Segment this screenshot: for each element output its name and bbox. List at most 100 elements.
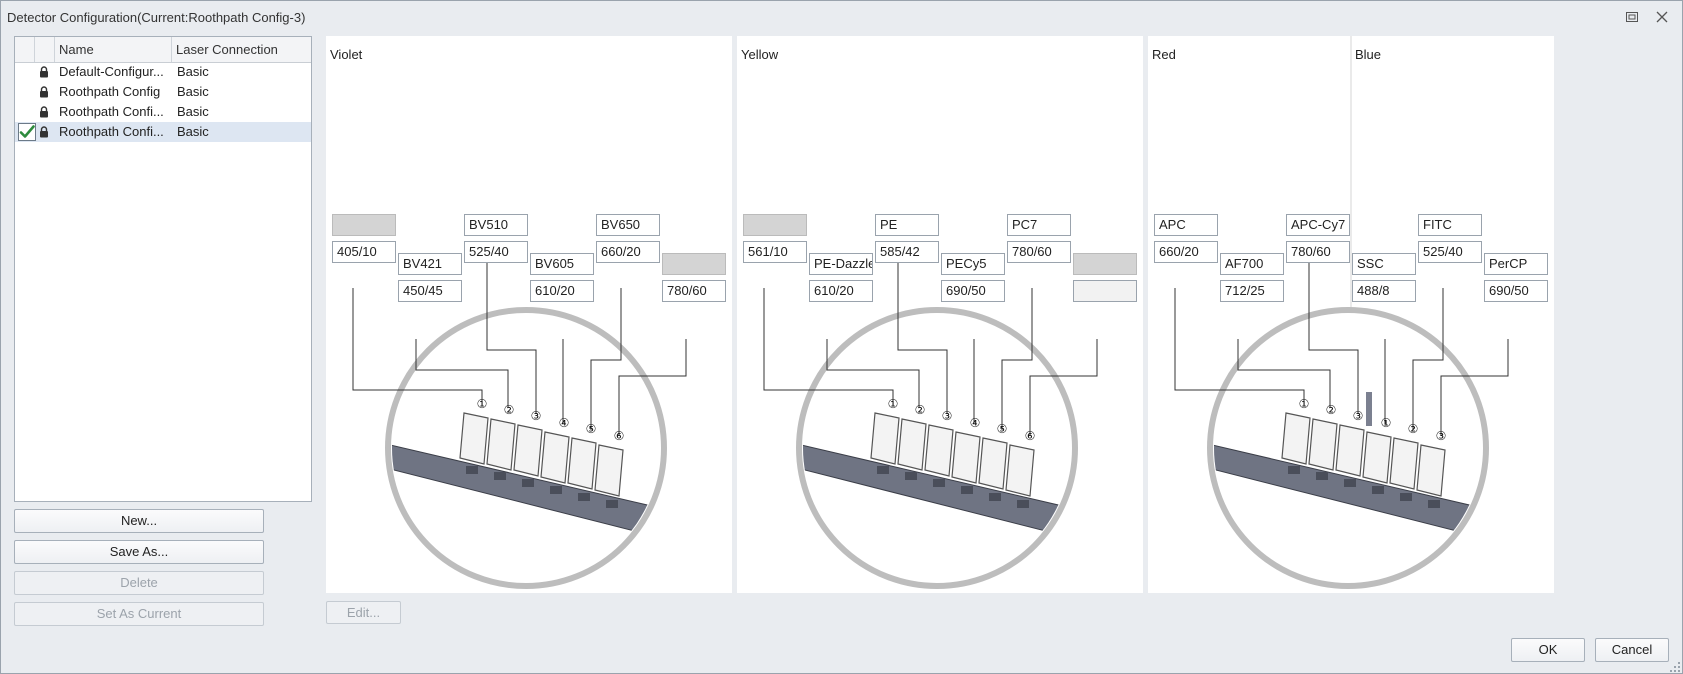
detector-array-diagram: ① ② ③ ① ② ③ xyxy=(1174,36,1509,589)
configuration-list[interactable]: Name Laser Connection Default-Configur..… xyxy=(14,36,312,502)
marker-field-af700[interactable]: AF700 xyxy=(1220,253,1284,275)
filter-field-4[interactable]: 690/50 xyxy=(941,280,1005,302)
restore-window-icon[interactable] xyxy=(1622,8,1642,26)
marker-field-ssc[interactable]: SSC xyxy=(1352,253,1416,275)
marker-field-apc-cy7[interactable]: APC-Cy7 xyxy=(1286,214,1350,236)
row-laser: Basic xyxy=(177,124,209,139)
channel-number: ③ xyxy=(942,409,953,423)
marker-field-6[interactable] xyxy=(1073,253,1137,275)
filter-field-3[interactable]: 585/42 xyxy=(875,241,939,263)
red-blue-laser-panel: Red Blue xyxy=(1148,36,1554,593)
filter-field-percp[interactable]: 690/50 xyxy=(1484,280,1548,302)
marker-field-5[interactable]: BV650 xyxy=(596,214,660,236)
marker-field-4[interactable]: PECy5 xyxy=(941,253,1005,275)
row-laser: Basic xyxy=(177,84,209,99)
marker-field-apc[interactable]: APC xyxy=(1154,214,1218,236)
filter-field-5[interactable]: 660/20 xyxy=(596,241,660,263)
marker-field-3[interactable]: PE xyxy=(875,214,939,236)
channel-number: ① xyxy=(1381,416,1392,430)
window-title: Detector Configuration(Current:Roothpath… xyxy=(7,10,306,25)
channel-number: ③ xyxy=(1436,429,1447,443)
channel-number: ② xyxy=(1326,403,1337,417)
lock-icon xyxy=(40,126,48,138)
filter-field-2[interactable]: 450/45 xyxy=(398,280,462,302)
marker-field-2[interactable]: BV421 xyxy=(398,253,462,275)
channel-number: ① xyxy=(888,397,899,411)
marker-field-5[interactable]: PC7 xyxy=(1007,214,1071,236)
lock-icon xyxy=(40,106,48,118)
new-button[interactable]: New... xyxy=(14,509,264,533)
list-header: Name Laser Connection xyxy=(15,37,311,63)
channel-number: ⑥ xyxy=(1025,429,1036,443)
list-item-current[interactable]: Roothpath Confi... Basic xyxy=(15,122,311,142)
row-laser: Basic xyxy=(177,104,209,119)
list-item[interactable]: Roothpath Confi... Basic xyxy=(15,102,311,122)
channel-number: ② xyxy=(915,403,926,417)
filter-field-3[interactable]: 525/40 xyxy=(464,241,528,263)
lock-icon xyxy=(40,66,48,78)
row-name: Roothpath Confi... xyxy=(59,104,164,119)
checkmark-icon xyxy=(18,123,36,141)
panel-label-blue: Blue xyxy=(1355,47,1382,62)
filter-field-1[interactable]: 561/10 xyxy=(743,241,807,263)
channel-number: ① xyxy=(1299,397,1310,411)
cancel-button[interactable]: Cancel xyxy=(1595,638,1669,662)
channel-number: ① xyxy=(477,397,488,411)
marker-field-1[interactable] xyxy=(743,214,807,236)
close-icon[interactable] xyxy=(1652,8,1672,26)
delete-button[interactable]: Delete xyxy=(14,571,264,595)
filter-field-fitc[interactable]: 525/40 xyxy=(1418,241,1482,263)
panel-label-red: Red xyxy=(1152,47,1176,62)
header-laser-connection[interactable]: Laser Connection xyxy=(176,42,278,57)
lock-icon xyxy=(40,86,48,98)
marker-field-6[interactable] xyxy=(662,253,726,275)
panel-label: Violet xyxy=(330,47,363,62)
filter-field-1[interactable]: 405/10 xyxy=(332,241,396,263)
marker-field-1[interactable] xyxy=(332,214,396,236)
channel-number: ④ xyxy=(559,416,570,430)
filter-field-6[interactable] xyxy=(1073,280,1137,302)
list-item[interactable]: Default-Configur... Basic xyxy=(15,62,311,82)
panel-label: Yellow xyxy=(741,47,779,62)
header-name[interactable]: Name xyxy=(55,37,172,62)
list-item[interactable]: Roothpath Config Basic xyxy=(15,82,311,102)
marker-field-fitc[interactable]: FITC xyxy=(1418,214,1482,236)
row-name: Roothpath Config xyxy=(59,84,161,99)
filter-field-apc-cy7[interactable]: 780/60 xyxy=(1286,241,1350,263)
filter-field-2[interactable]: 610/20 xyxy=(809,280,873,302)
row-laser: Basic xyxy=(177,64,209,79)
marker-field-4[interactable]: BV605 xyxy=(530,253,594,275)
marker-field-3[interactable]: BV510 xyxy=(464,214,528,236)
detector-array-diagram: ① ② ③ ④ ⑤ ⑥ xyxy=(763,263,1098,589)
ok-button[interactable]: OK xyxy=(1511,638,1585,662)
filter-field-6[interactable]: 780/60 xyxy=(662,280,726,302)
filter-field-apc[interactable]: 660/20 xyxy=(1154,241,1218,263)
channel-number: ③ xyxy=(1353,409,1364,423)
filter-field-ssc[interactable]: 488/8 xyxy=(1352,280,1416,302)
yellow-laser-panel: Yellow xyxy=(737,36,1143,593)
filter-field-af700[interactable]: 712/25 xyxy=(1220,280,1284,302)
header-lock-column xyxy=(35,37,55,62)
resize-grip-icon[interactable] xyxy=(1669,661,1681,673)
channel-number: ④ xyxy=(970,416,981,430)
violet-laser-panel: Violet xyxy=(326,36,732,593)
save-as-button[interactable]: Save As... xyxy=(14,540,264,564)
filter-field-5[interactable]: 780/60 xyxy=(1007,241,1071,263)
channel-number: ⑤ xyxy=(997,422,1008,436)
channel-number: ② xyxy=(504,403,515,417)
header-check-column xyxy=(15,37,35,62)
channel-number: ② xyxy=(1408,422,1419,436)
channel-number: ③ xyxy=(531,409,542,423)
channel-number: ⑤ xyxy=(586,422,597,436)
edit-button[interactable]: Edit... xyxy=(326,601,401,624)
title-bar: Detector Configuration(Current:Roothpath… xyxy=(1,1,1682,31)
row-name: Default-Configur... xyxy=(59,64,164,79)
marker-field-2[interactable]: PE-Dazzle xyxy=(809,253,873,275)
set-as-current-button[interactable]: Set As Current xyxy=(14,602,264,626)
channel-number: ⑥ xyxy=(614,429,625,443)
row-name: Roothpath Confi... xyxy=(59,124,164,139)
marker-field-percp[interactable]: PerCP xyxy=(1484,253,1548,275)
filter-field-4[interactable]: 610/20 xyxy=(530,280,594,302)
detector-array-diagram: ① ② ③ ④ ⑤ ⑥ xyxy=(352,263,687,589)
